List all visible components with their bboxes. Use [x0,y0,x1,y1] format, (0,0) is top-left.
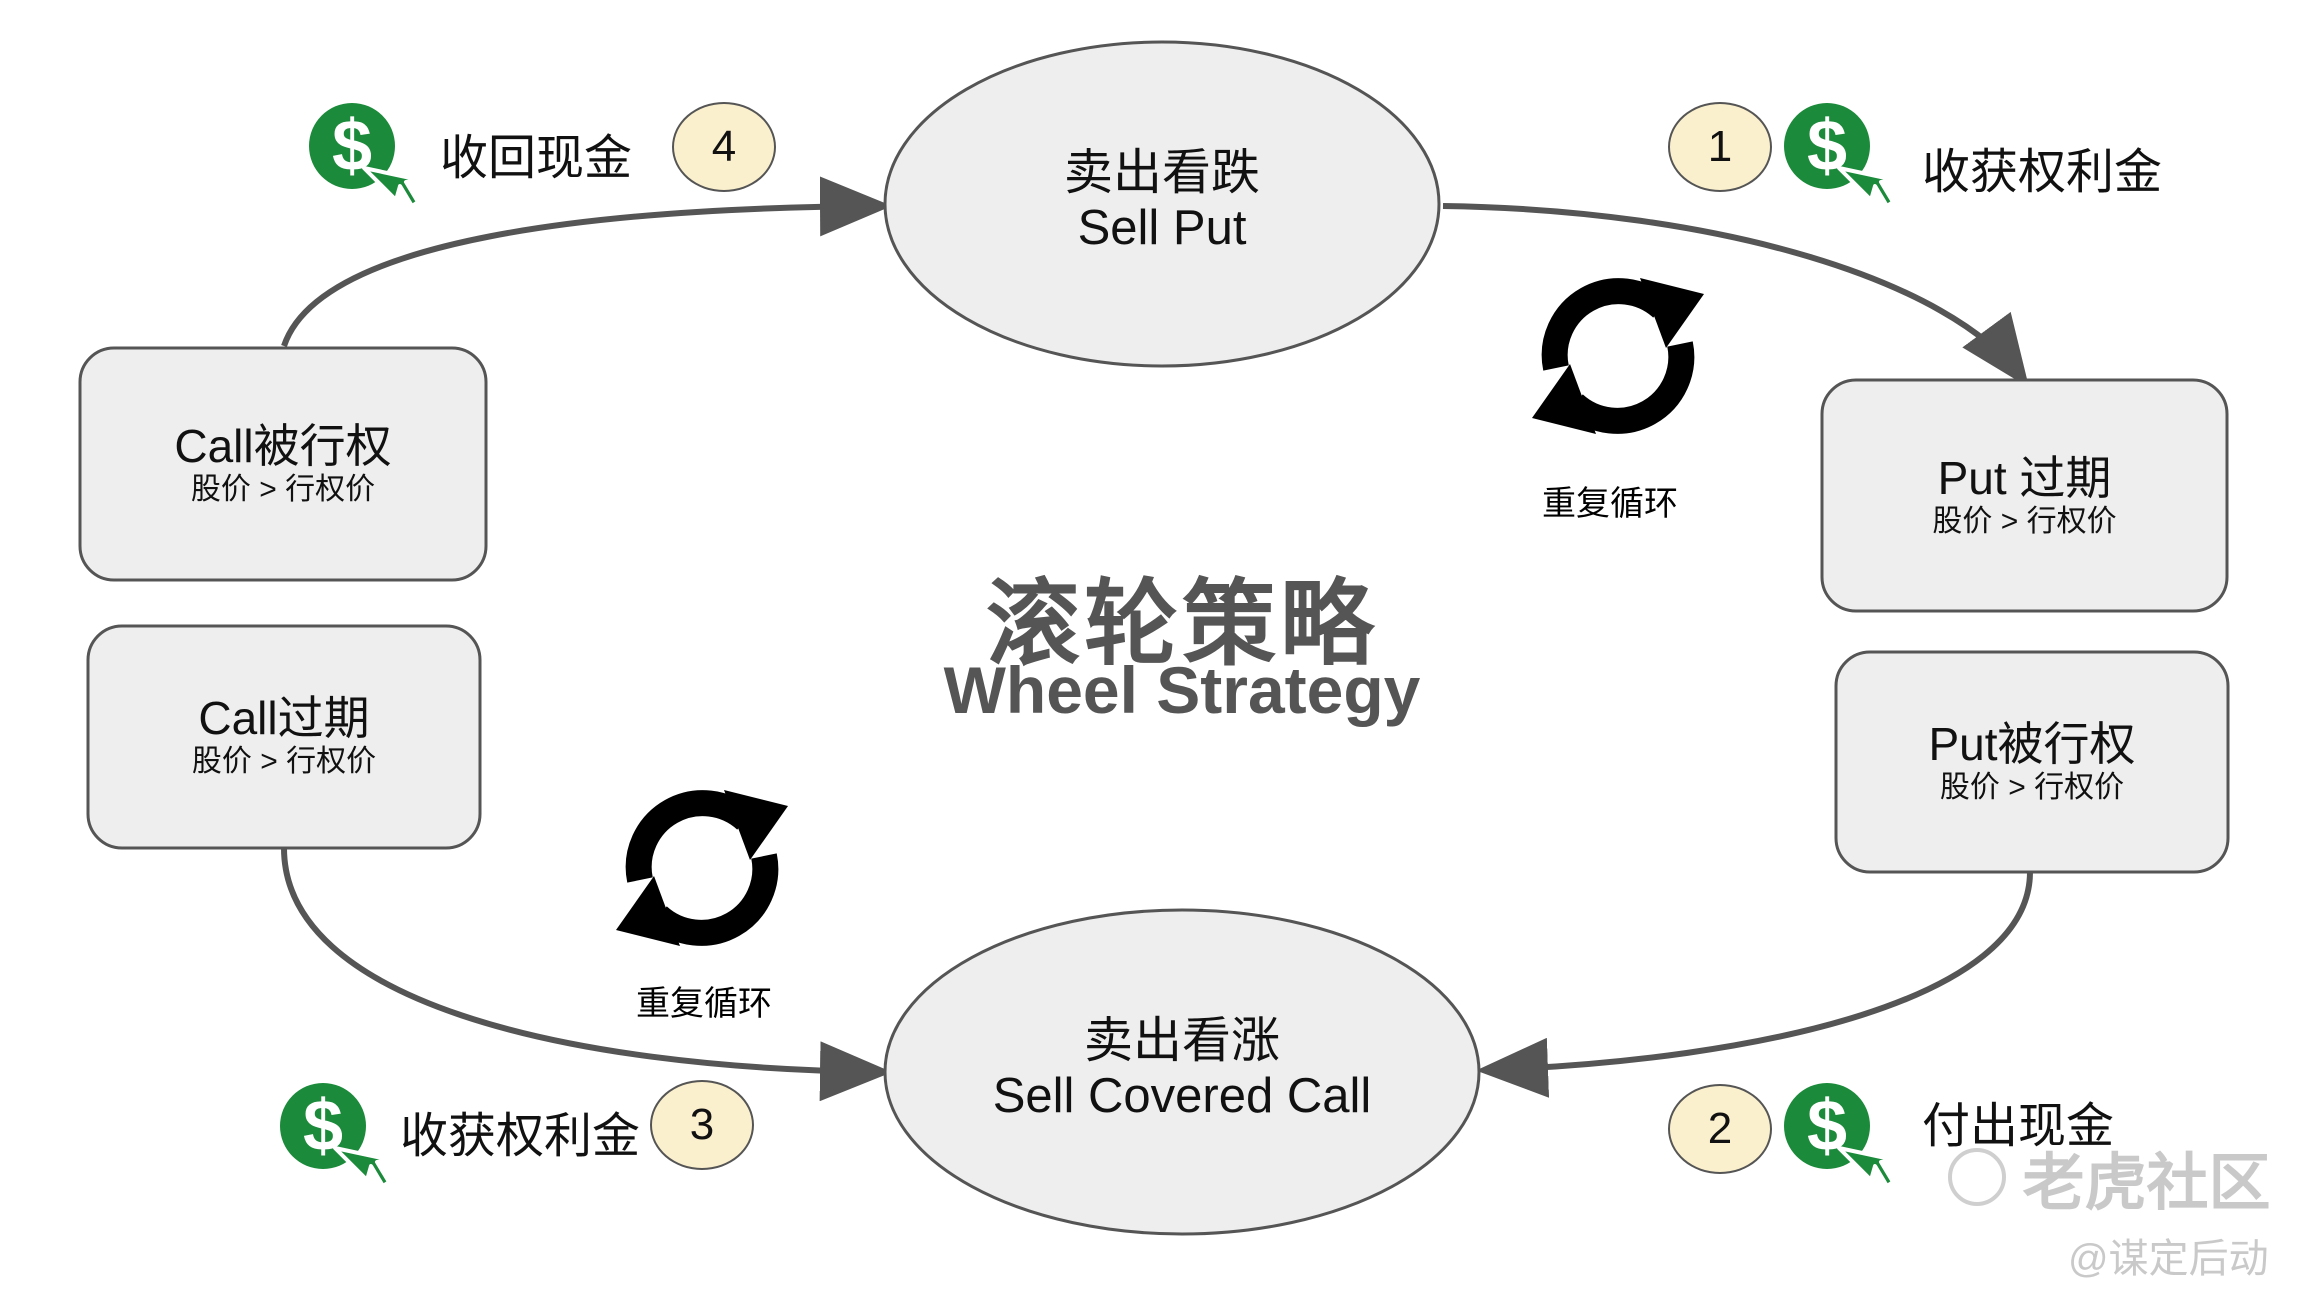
watermark-brand: 老虎社区 [1948,1132,2270,1222]
watermark-author: @谋定后动 [2068,1237,2269,1281]
step-label-3: 收获权利金 [400,1110,641,1163]
page-title-cn: 滚轮策略 [985,571,1378,676]
watermark-brand-text: 老虎社区 [2022,1149,2271,1218]
node-call-assigned-label: Call被行权 股价 > 行权价 [80,420,486,508]
node-sell-call [883,908,1481,1236]
page-title-en: Wheel Strategy [943,653,1421,727]
arrow-callassigned-to-sellput [281,176,892,347]
arrow-putassigned-to-sellcall [1476,871,2033,1098]
sell-call-en: Sell Covered Call [992,1069,1372,1123]
node-sell-put-label: 卖出看跌 Sell Put [885,146,1439,256]
step-badge-1: 1 [1668,102,1772,192]
sell-call-cn: 卖出看涨 [1083,1014,1280,1068]
cycle-label-right: 重复循环 [1542,485,1678,523]
node-sell-call-label: 卖出看涨 Sell Covered Call [885,1014,1479,1124]
put-assigned-sub: 股价 > 行权价 [1939,771,2125,804]
step-badge-4: 4 [672,102,776,192]
node-put-expire-label: Put 过期 股价 > 行权价 [1822,452,2227,540]
arrow-sellput-to-putexpire [1442,203,2030,388]
call-expire-sub: 股价 > 行权价 [191,745,377,778]
arrow-callexpire-to-sellcall [281,847,892,1102]
step-label-1: 收获权利金 [1922,146,2163,199]
sell-put-en: Sell Put [1077,201,1247,255]
step-label-4: 收回现金 [440,132,633,185]
put-assigned-main: Put被行权 [1928,718,2136,770]
step-badge-2: 2 [1668,1084,1772,1174]
node-put-assigned [1834,650,2230,874]
put-expire-sub: 股价 > 行权价 [1932,505,2117,538]
call-assigned-main: Call被行权 [174,420,392,472]
node-put-assigned-label: Put被行权 股价 > 行权价 [1836,718,2228,806]
dollar-cursor-icon [1782,101,1897,208]
node-call-expire-label: Call过期 股价 > 行权价 [88,692,480,780]
node-sell-put [883,40,1441,368]
step-badge-3: 3 [650,1080,754,1170]
put-expire-main: Put 过期 [1937,452,2112,504]
step-label-2: 付出现金 [1922,1100,2115,1153]
node-call-expire [86,624,482,850]
refresh-cycle-icon [616,790,788,946]
tiger-logo-icon [1948,1148,2006,1206]
dollar-cursor-icon [307,101,422,208]
dollar-cursor-icon [278,1081,393,1188]
dollar-cursor-icon [1782,1081,1897,1188]
sell-put-cn: 卖出看跌 [1063,146,1260,200]
cycle-label-left: 重复循环 [636,985,772,1023]
node-call-assigned [78,346,488,582]
node-put-expire [1820,378,2229,613]
call-expire-main: Call过期 [198,692,370,744]
refresh-cycle-icon [1532,278,1704,434]
call-assigned-sub: 股价 > 行权价 [190,473,376,506]
